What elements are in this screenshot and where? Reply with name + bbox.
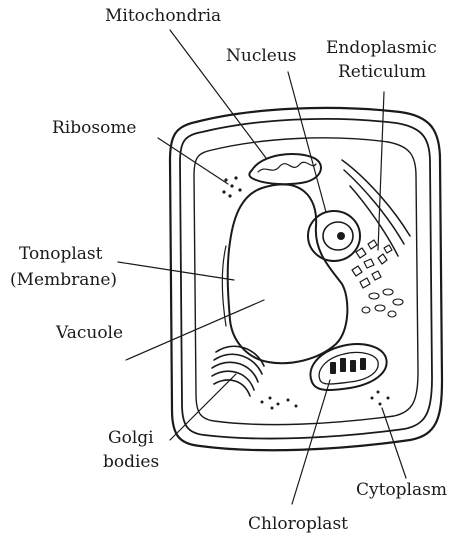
label-mitochondria: Mitochondria <box>105 6 221 26</box>
leader-nucleus <box>288 72 326 212</box>
leader-ribosome <box>158 138 228 184</box>
golgi-bodies <box>212 346 264 396</box>
chloroplast-grana <box>330 358 366 374</box>
label-tonoplast-line1: Tonoplast <box>19 244 102 264</box>
label-ribosome: Ribosome <box>52 118 137 138</box>
label-golgi-line2: bodies <box>103 452 159 472</box>
mitochondrion-cristae <box>258 162 316 172</box>
er-membrane-1 <box>342 160 410 236</box>
chloroplast-inner <box>319 352 378 384</box>
label-chloroplast: Chloroplast <box>248 514 348 534</box>
nucleolus <box>337 232 345 240</box>
leader-tonoplast <box>118 262 234 280</box>
label-nucleus: Nucleus <box>226 46 297 66</box>
label-er-line2: Reticulum <box>338 62 426 82</box>
leader-chloroplast <box>292 380 330 504</box>
mitochondrion <box>249 154 321 184</box>
vesicles <box>362 289 403 317</box>
leader-golgi <box>170 374 236 440</box>
label-vacuole: Vacuole <box>56 323 123 343</box>
cytoplasm-dots <box>261 391 390 410</box>
label-cytoplasm: Cytoplasm <box>356 480 447 500</box>
tonoplast <box>222 246 226 326</box>
label-er-line1: Endoplasmic <box>326 38 437 58</box>
label-tonoplast-line2: (Membrane) <box>10 270 117 290</box>
cell-wall-inner <box>180 119 432 439</box>
ribosome-dots <box>222 176 241 197</box>
label-golgi-line1: Golgi <box>108 428 154 448</box>
